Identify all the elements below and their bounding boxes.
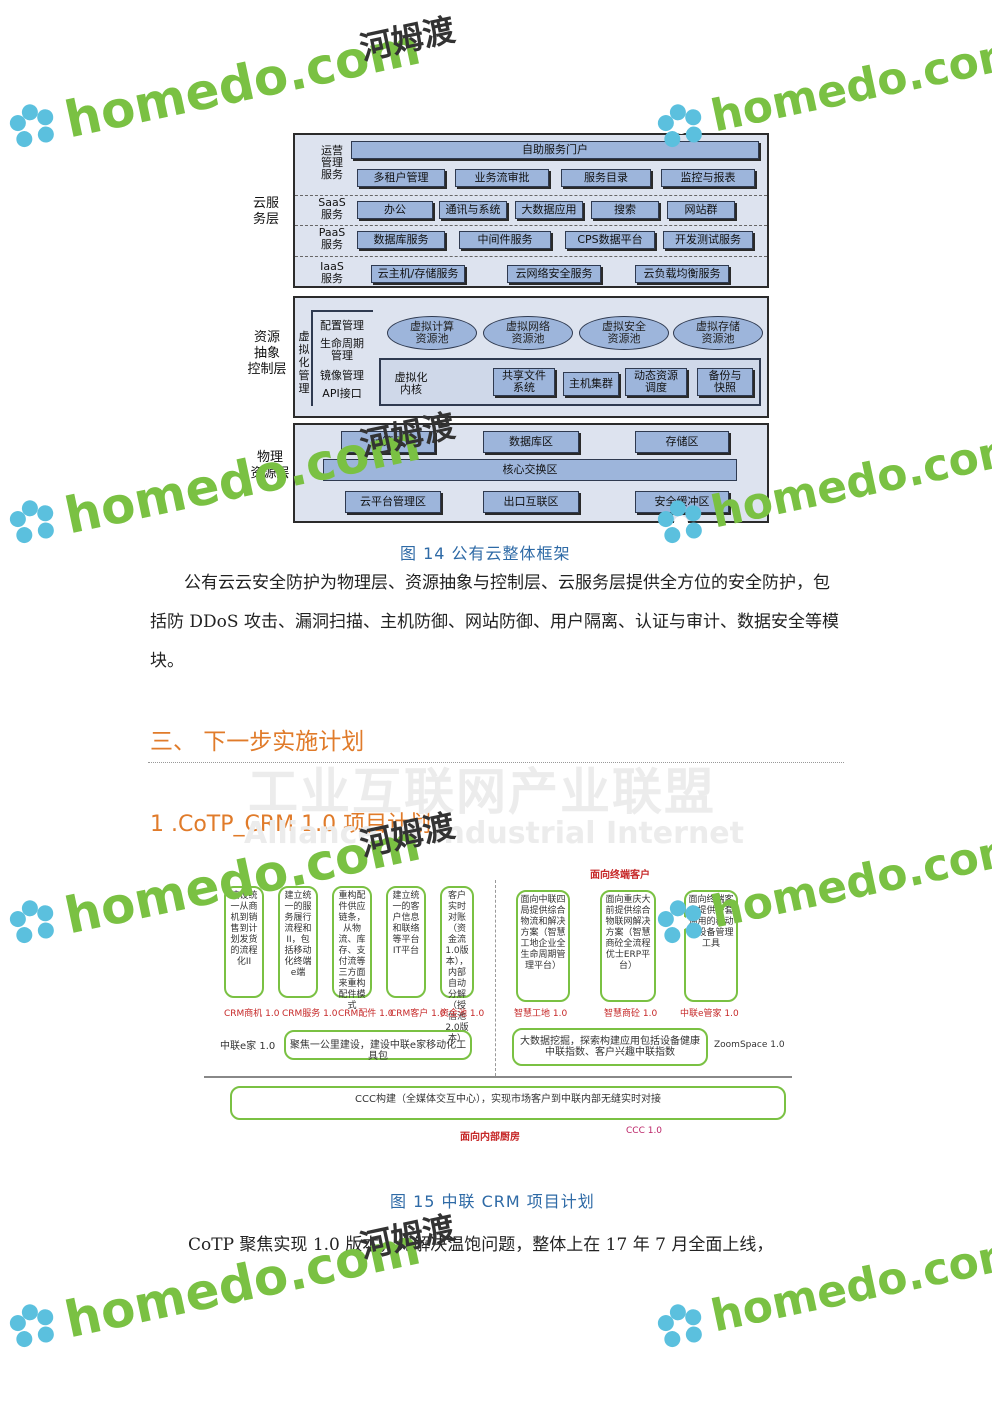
paas-label: PaaS 服务 xyxy=(318,226,346,251)
resource-abstraction-layer: 配置管理 生命周期 管理 镜像管理 API接口 虚 拟 化 管 理 虚拟计算 资… xyxy=(293,296,769,418)
ops-item: 监控与报表 xyxy=(661,169,755,187)
watermark-site: homedo.com xyxy=(59,17,426,150)
flower-logo-icon xyxy=(657,1304,702,1348)
left-card: 建设统一从商机到销售到计划发货的流程化II xyxy=(224,886,264,998)
resource-pool: 虚拟网络 资源池 xyxy=(483,316,573,350)
kernel-item: 共享文件 系统 xyxy=(493,368,555,396)
saas-item: 大数据应用 xyxy=(515,201,583,219)
right-bar: 大数据挖掘，探索构建应用包括设备健康中联指数、客户兴趣中联指数 xyxy=(512,1028,708,1066)
right-card: 面向重庆大前提供综合物联网解决方案（智慧商砼全流程优士ERP平台） xyxy=(600,890,656,1002)
mgmt-item: 配置管理 xyxy=(320,319,364,332)
right-card: 面向中联四局提供综合物流和解决方案（智慧工地企业全生命周期管理平台） xyxy=(516,890,570,1002)
card-tag: CRM服务 1.0 xyxy=(282,1009,338,1019)
physical-resource-layer: 计算区 数据库区 存储区 核心交换区 云平台管理区 出口互联区 安全缓冲区 xyxy=(293,423,769,523)
top-title: 面向终端客户 xyxy=(590,870,650,881)
sub-heading: 1 .CoTP_CRM 1.0 项目计划 xyxy=(150,812,432,837)
paas-item: 中间件服务 xyxy=(459,231,551,249)
mgmt-item: 镜像管理 xyxy=(320,369,364,382)
paas-item: CPS数据平台 xyxy=(565,231,655,249)
ops-item: 服务目录 xyxy=(561,169,651,187)
divider xyxy=(295,256,767,257)
card-tag: 智慧商砼 1.0 xyxy=(604,1009,658,1019)
iaas-item: 云网络安全服务 xyxy=(507,265,601,283)
resource-layer-label: 资源 抽象 控制层 xyxy=(247,330,287,377)
card-tag: 智慧工地 1.0 xyxy=(514,1009,568,1019)
ccc-label: CCC 1.0 xyxy=(626,1126,663,1136)
mgmt-item: 生命周期 管理 xyxy=(320,337,364,362)
card-tag: 中联e管家 1.0 xyxy=(680,1009,739,1019)
saas-item: 搜索 xyxy=(591,201,659,219)
virt-mgmt-label: 虚 拟 化 管 理 xyxy=(298,330,310,395)
right-bar-label: ZoomSpace 1.0 xyxy=(714,1040,785,1050)
phys-zone: 数据库区 xyxy=(483,431,579,453)
paas-item: 开发测试服务 xyxy=(663,231,753,249)
saas-item: 办公 xyxy=(357,201,433,219)
mgmt-panel xyxy=(311,310,373,406)
kernel-label: 虚拟化 内核 xyxy=(394,371,428,396)
card-tag: CRM配件 1.0 xyxy=(338,1009,394,1019)
flower-logo-icon xyxy=(9,500,54,544)
resource-pool: 虚拟计算 资源池 xyxy=(387,316,477,350)
figure-15-caption: 图 15 中联 CRM 项目计划 xyxy=(390,1192,595,1211)
left-bar-label: 中联e家 1.0 xyxy=(220,1041,276,1052)
left-card: 重构配件供应链条，从物流、库存、支付流等三方面来重构配件模式 xyxy=(332,886,372,1011)
phys-zone: 计算区 xyxy=(341,431,435,453)
cloud-service-layer: 运营 管理 服务 自助服务门户 多租户管理 业务流审批 服务目录 监控与报表 S… xyxy=(293,133,769,288)
watermark-site: homedo.com xyxy=(706,822,992,939)
phys-zone: 出口互联区 xyxy=(483,491,579,513)
flower-logo-icon xyxy=(9,900,54,944)
ccc-bar: CCC构建（全媒体交互中心），实现市场客户到中联内部无缝实时对接 xyxy=(230,1086,786,1120)
core-switch: 核心交换区 xyxy=(323,459,737,481)
kernel-item: 主机集群 xyxy=(563,372,619,396)
center-divider xyxy=(495,880,496,1076)
flower-logo-icon xyxy=(657,900,702,944)
paragraph-2: CoTP 聚焦实现 1.0 版本，先解决温饱问题，整体上在 17 年 7 月全面… xyxy=(188,1235,774,1255)
iaas-item: 云负载均衡服务 xyxy=(635,265,729,283)
flower-logo-icon xyxy=(657,500,702,544)
section-heading: 三、 下一步实施计划 xyxy=(150,729,365,755)
mgmt-item: API接口 xyxy=(322,387,362,400)
flower-logo-icon xyxy=(9,1304,54,1348)
watermark-site: homedo.com xyxy=(706,26,992,143)
right-card: 面向终端客户提供一套通用的移动化设备管理工具 xyxy=(684,890,738,1002)
bottom-title: 面向内部厨房 xyxy=(460,1132,520,1143)
phys-zone: 云平台管理区 xyxy=(345,491,441,513)
physical-layer-label: 物理 资源层 xyxy=(250,450,290,481)
figure-14-caption: 图 14 公有云整体框架 xyxy=(400,544,571,563)
saas-item: 通讯与系统 xyxy=(439,201,507,219)
divider xyxy=(295,195,767,196)
phys-zone: 存储区 xyxy=(635,431,729,453)
resource-pool: 虚拟安全 资源池 xyxy=(579,316,669,350)
kernel-item: 动态资源 调度 xyxy=(625,368,687,396)
card-tag: 资金池 1.0 xyxy=(440,1009,485,1019)
ops-portal: 自助服务门户 xyxy=(351,141,759,159)
watermark-cn: 河姆渡 xyxy=(356,10,459,68)
flower-logo-icon xyxy=(9,104,54,148)
cloud-layer-label: 云服 务层 xyxy=(252,196,279,227)
kernel-item: 备份与 快照 xyxy=(697,368,753,396)
saas-label: SaaS 服务 xyxy=(318,196,346,221)
paragraph-1: 公有云云安全防护为物理层、资源抽象与控制层、云服务层提供全方位的安全防护，包括防… xyxy=(150,573,839,671)
left-card: 建立统一的客户信息和联络等平台IT平台 xyxy=(386,886,426,998)
flower-logo-icon xyxy=(657,104,702,148)
left-card: 客户实时对账（资金流1.0版本），内部自动分解（授信池2.0版本） xyxy=(440,886,474,1044)
ops-label: 运营 管理 服务 xyxy=(321,144,343,181)
iaas-label: IaaS 服务 xyxy=(320,260,344,285)
left-bar: 聚焦一公里建设，建设中联e家移动化工具包 xyxy=(284,1030,472,1062)
horizontal-divider xyxy=(204,1076,792,1078)
ops-item: 业务流审批 xyxy=(455,169,549,187)
iaas-item: 云主机/存储服务 xyxy=(371,265,465,283)
divider xyxy=(295,225,767,226)
saas-item: 网站群 xyxy=(667,201,735,219)
card-tag: CRM客户 1.0 xyxy=(390,1009,446,1019)
resource-pool: 虚拟存储 资源池 xyxy=(673,316,763,350)
paas-item: 数据库服务 xyxy=(357,231,445,249)
heading-rule xyxy=(148,762,844,763)
ops-item: 多租户管理 xyxy=(357,169,445,187)
card-tag: CRM商机 1.0 xyxy=(224,1009,280,1019)
left-card: 建立统一的服务履行流程和II，包括移动化终端e端 xyxy=(278,886,318,998)
